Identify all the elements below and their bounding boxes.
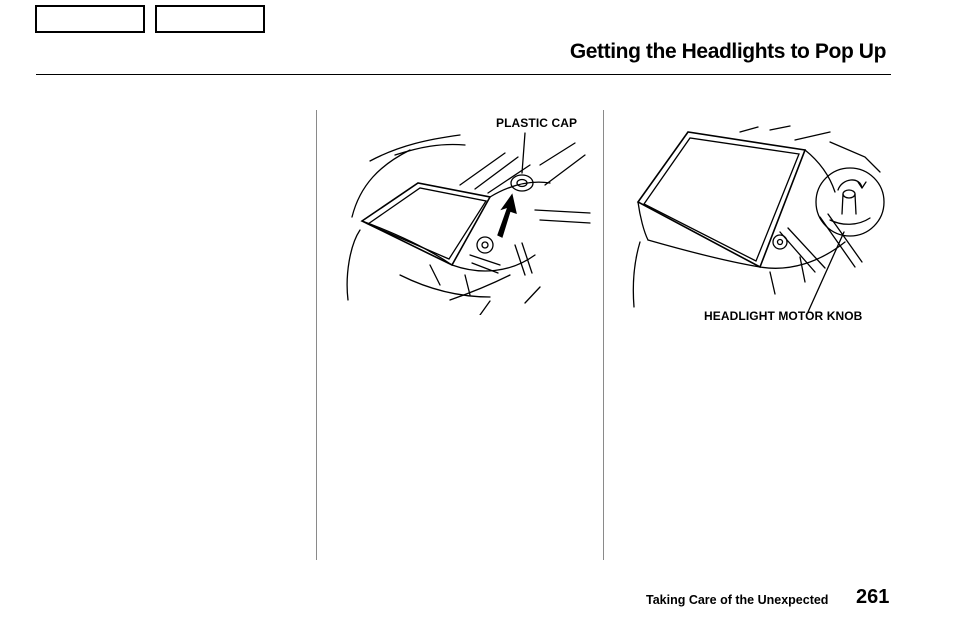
headlight-motor-knob-illustration: [632, 125, 885, 312]
nav-button-2[interactable]: [155, 5, 265, 33]
headlight-motor-knob-label: HEADLIGHT MOTOR KNOB: [704, 309, 863, 323]
plastic-cap-label: PLASTIC CAP: [496, 116, 578, 130]
plastic-cap-illustration: [346, 132, 591, 315]
footer-section-title: Taking Care of the Unexpected: [646, 593, 829, 607]
page-number: 261: [856, 586, 890, 608]
title-divider: [36, 74, 891, 75]
page-title: Getting the Headlights to Pop Up: [569, 40, 887, 63]
nav-button-1[interactable]: [35, 5, 145, 33]
column-divider-left: [316, 110, 317, 560]
column-divider-right: [603, 110, 604, 560]
